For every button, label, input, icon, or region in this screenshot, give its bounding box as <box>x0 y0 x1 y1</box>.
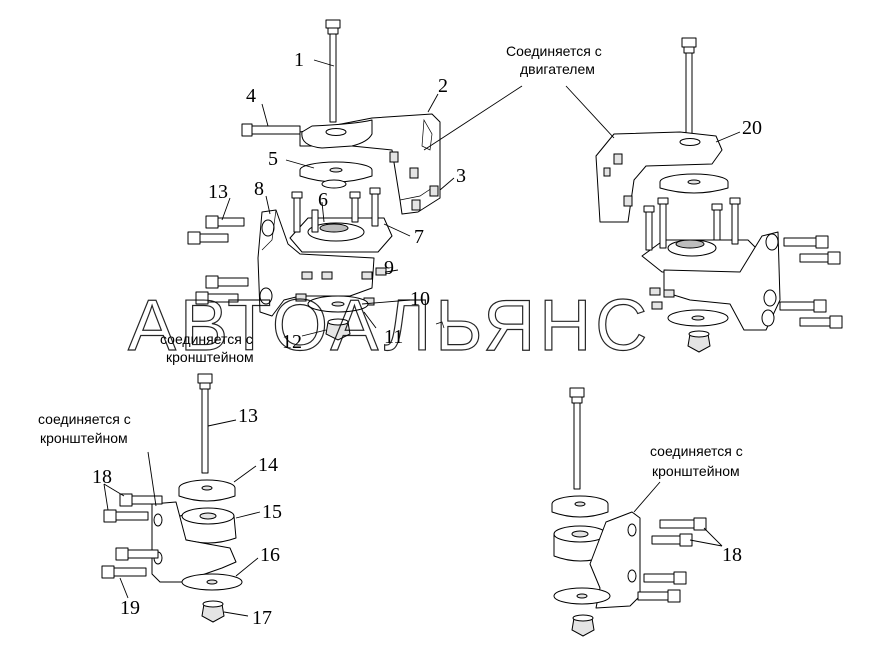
caption-engine-1: Соединяется с <box>506 43 602 59</box>
nuts-top-right <box>649 287 675 310</box>
assembly-top-right: 20 <box>595 37 843 353</box>
lower-bracket-top-right <box>663 231 781 331</box>
bolts-18-right <box>637 517 707 603</box>
assembly-top-left: 1 2 3 4 5 6 7 8 9 10 11 12 13 соединяетс… <box>160 19 466 365</box>
watermark-text: АВТОАЛЬЯНС <box>128 286 651 366</box>
cushion-6 <box>289 187 393 253</box>
callout-3: 3 <box>456 165 466 187</box>
washer-5 <box>299 161 373 189</box>
caption-bracket-right-2: кронштейном <box>652 463 740 479</box>
callout-4: 4 <box>246 85 256 107</box>
washer-14 <box>178 479 236 502</box>
washer-top-right <box>659 173 729 194</box>
callout-1: 1 <box>294 49 304 71</box>
callout-8: 8 <box>254 178 264 200</box>
washer-10 <box>307 295 369 313</box>
callout-17: 17 <box>252 607 272 629</box>
bolt-bottom-right <box>569 387 585 490</box>
washer-bottom-top-right <box>667 309 729 327</box>
nut-top-right <box>687 330 711 353</box>
callout-9: 9 <box>384 257 394 279</box>
bolts-13-group <box>187 215 249 305</box>
caption-bracket-mid-2: кронштейном <box>166 349 254 365</box>
detail-11 <box>435 321 445 329</box>
callout-7: 7 <box>414 226 424 248</box>
callout-5: 5 <box>268 148 278 170</box>
callout-19: 19 <box>120 597 140 619</box>
callout-18-right: 18 <box>722 544 742 566</box>
callout-15: 15 <box>262 501 282 523</box>
bolt-13 <box>197 373 213 474</box>
bolt-top-right <box>681 37 697 138</box>
cushion-top-right <box>641 197 767 273</box>
bolt-4 <box>241 123 301 137</box>
bolts-right-group <box>779 235 843 329</box>
callout-14: 14 <box>258 454 278 476</box>
caption-engine-2: двигателем <box>520 61 595 77</box>
nut-bottom-right <box>571 614 595 637</box>
callout-13-bottom: 13 <box>238 405 258 427</box>
washer-16 <box>181 573 243 591</box>
assembly-bottom-left: 13 14 15 16 17 18 19 соединяется с кронш… <box>38 373 282 629</box>
washer-bottom-right <box>551 495 609 518</box>
upper-bracket-2 <box>299 113 441 215</box>
caption-bracket-mid-1: соединяется с <box>160 331 253 347</box>
washer-bottom-right-lower <box>553 587 611 605</box>
engine-caption: Соединяется с двигателем <box>423 43 615 151</box>
callout-6: 6 <box>318 189 328 211</box>
caption-bracket-right-1: соединяется с <box>650 443 743 459</box>
assembly-bottom-right: 18 соединяется с кронштейном <box>551 387 743 637</box>
callout-2: 2 <box>438 75 448 97</box>
caption-bracket-left-1: соединяется с <box>38 411 131 427</box>
callout-10: 10 <box>410 288 430 310</box>
callout-13-top: 13 <box>208 181 228 203</box>
caption-bracket-left-2: кронштейном <box>40 430 128 446</box>
callout-20: 20 <box>742 117 762 139</box>
bolts-19 <box>101 547 159 579</box>
lower-bracket-8 <box>257 209 375 317</box>
nuts-9 <box>295 267 387 306</box>
nut-17 <box>201 600 225 623</box>
bolt-1 <box>325 19 341 123</box>
cushion-15 <box>179 507 237 544</box>
callout-11: 11 <box>384 326 403 348</box>
callout-16: 16 <box>260 544 280 566</box>
callout-12: 12 <box>282 331 302 353</box>
bolts-18 <box>103 493 163 523</box>
callout-18-left: 18 <box>92 466 112 488</box>
nut-12 <box>325 318 351 341</box>
bracket-bottom-right <box>589 511 641 609</box>
upper-bracket-20 <box>595 131 723 223</box>
